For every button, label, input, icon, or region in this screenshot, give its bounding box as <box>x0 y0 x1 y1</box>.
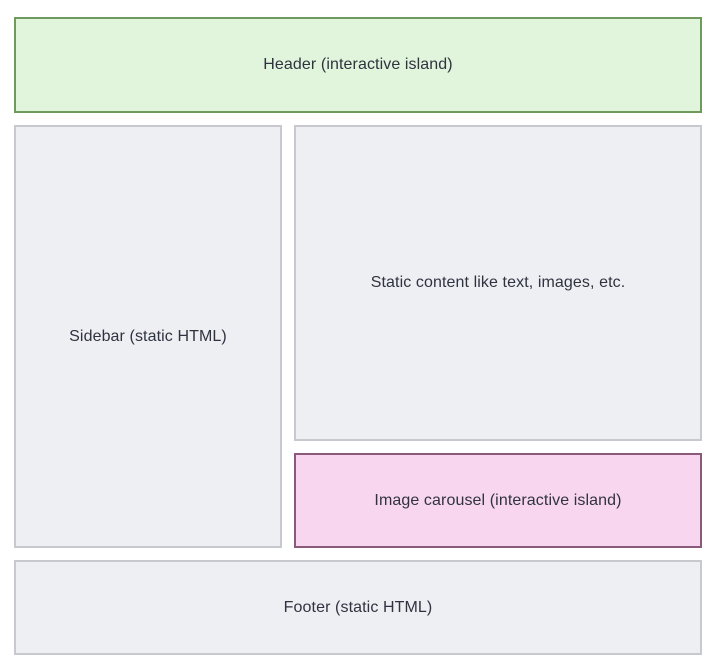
header-interactive-island-box: Header (interactive island) <box>14 17 702 113</box>
image-carousel-label: Image carousel (interactive island) <box>374 491 622 509</box>
footer-label: Footer (static HTML) <box>283 598 433 616</box>
sidebar-static-html-box: Sidebar (static HTML) <box>14 125 282 548</box>
sidebar-label: Sidebar (static HTML) <box>69 327 227 345</box>
image-carousel-interactive-island-box: Image carousel (interactive island) <box>294 453 702 548</box>
header-label: Header (interactive island) <box>263 56 453 74</box>
static-content-label: Static content like text, images, etc. <box>370 274 626 292</box>
footer-static-html-box: Footer (static HTML) <box>14 560 702 655</box>
static-content-box: Static content like text, images, etc. <box>294 125 702 441</box>
